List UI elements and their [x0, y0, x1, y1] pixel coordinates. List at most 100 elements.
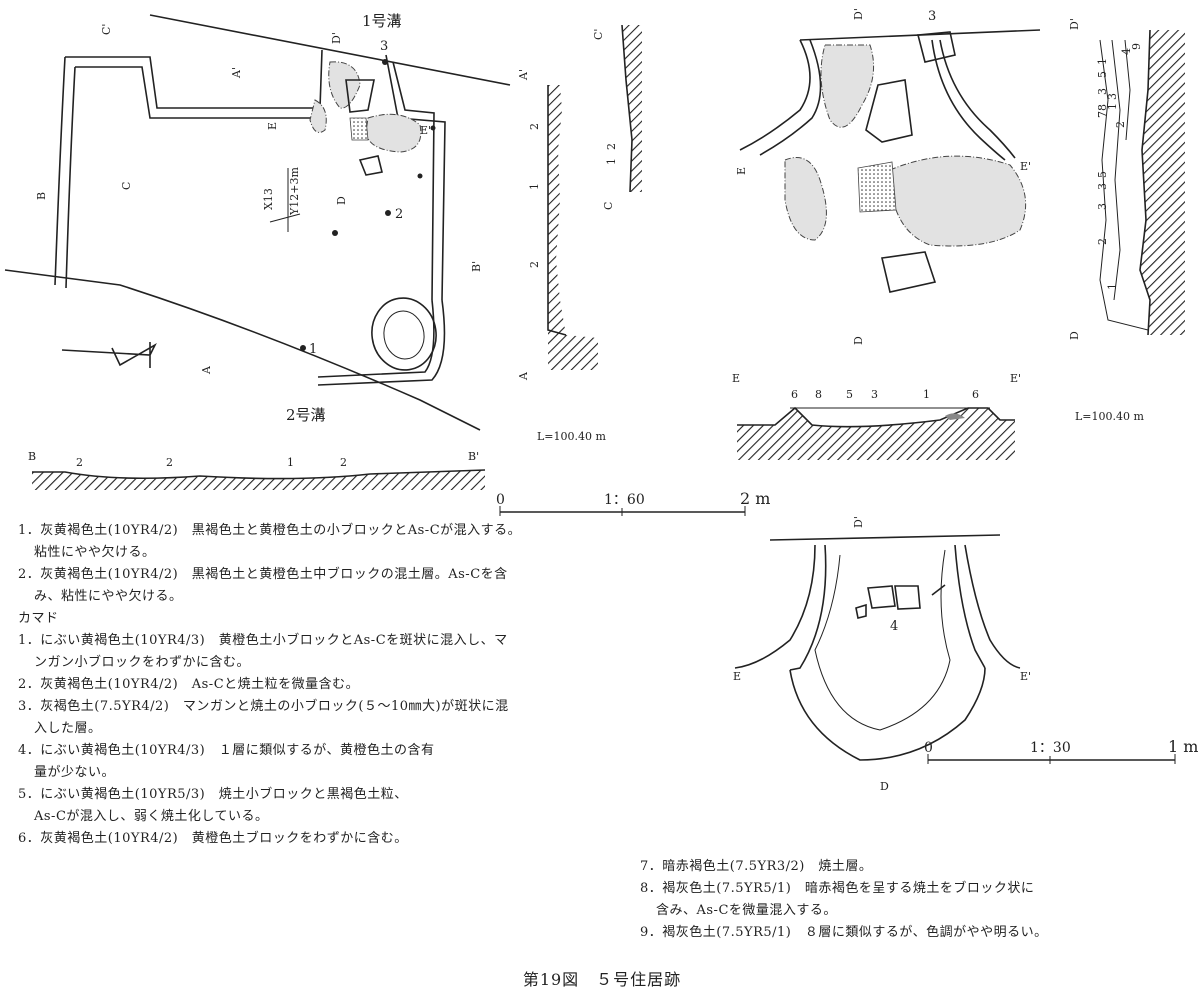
legend-heading: カマド [18, 611, 59, 626]
ditch2-label: 2号溝 [286, 406, 326, 424]
section-b-mark-4: 2 [340, 456, 347, 469]
kamado-label-3: 3 [928, 9, 936, 24]
section-a-mark-1: 2 [528, 123, 541, 130]
section-a-bottom-label: A [517, 371, 530, 381]
scale-left-end: 2 m [740, 489, 770, 508]
section-e-mark-2: 8 [815, 388, 822, 401]
grid-x-label: X13 [262, 188, 275, 210]
point-b-prime: B' [470, 261, 483, 272]
legend-left-item-k5: 5．にぶい黄褐色土(10YR5/3) 焼土小ブロックと黒褐色土粒、As-Cが混入… [18, 784, 718, 828]
legend-text: 3．灰褐色土(7.5YR4/2) マンガンと焼土の小ブロック(５～10㎜大)が斑… [18, 699, 509, 714]
detail-point-e-prime: E' [1020, 670, 1031, 683]
legend-left: 1．灰黄褐色土(10YR4/2) 黒褐色土と黄橙色土の小ブロックとAs-Cが混入… [18, 520, 718, 850]
section-d-mark-9: 9 [1130, 43, 1143, 50]
section-e-mark-4: 3 [871, 388, 878, 401]
point-d-prime: D' [330, 32, 343, 44]
section-d-mark-5b: 5 [1096, 171, 1109, 178]
point-b: B [35, 192, 48, 200]
section-a-mark-2: 1 [528, 183, 541, 190]
kamado-point-d-prime: D' [852, 8, 865, 20]
section-d-bottom-label: D [1068, 331, 1081, 340]
kamado-plan [739, 29, 1041, 293]
kamado-detail-4: 4 [890, 619, 898, 634]
section-d-mark-2b: 2 [1096, 238, 1109, 245]
point-e-prime: E' [420, 124, 431, 137]
section-c-mark-2: 1 [605, 158, 618, 165]
legend-text: 2．灰黄褐色土(10YR4/2) As-Cと焼土粒を微量含む。 [18, 677, 360, 692]
section-c-mark-1: 2 [605, 143, 618, 150]
legend-text: 9．褐灰色土(7.5YR5/1) ８層に類似するが、色調がやや明るい。 [640, 925, 1048, 940]
legend-left-item-k2: 2．灰黄褐色土(10YR4/2) As-Cと焼土粒を微量含む。 [18, 674, 718, 696]
scale-right-mid: 1：30 [1030, 740, 1071, 756]
legend-text: 1．灰黄褐色土(10YR4/2) 黒褐色土と黄橙色土の小ブロックとAs-Cが混入… [18, 523, 522, 538]
section-d-mark-1c: 1 [1106, 283, 1119, 290]
section-b-right-label: B' [468, 450, 479, 463]
section-a-mark-3: 2 [528, 261, 541, 268]
legend-left-item-k4: 4．にぶい黄褐色土(10YR4/3) １層に類似するが、黄橙色土の含有量が少ない… [18, 740, 718, 784]
section-d-mark-78: 78 [1096, 104, 1109, 118]
point-c-prime: C' [100, 24, 113, 35]
section-c-bottom-label: C [602, 202, 615, 210]
section-d-mark-4: 4 [1120, 48, 1133, 55]
section-b-left-label: B [28, 450, 36, 463]
ditch1-label: 1号溝 [362, 12, 402, 30]
legend-left-item-k1: 1．にぶい黄褐色土(10YR4/3) 黄橙色土小ブロックとAs-Cを斑状に混入し… [18, 630, 718, 674]
legend-text: 4．にぶい黄褐色土(10YR4/3) １層に類似するが、黄橙色土の含有 [18, 743, 435, 758]
section-c-top-label: C' [592, 29, 605, 40]
legend-cont: 含み、As-Cを微量混入する。 [656, 903, 837, 918]
section-e-mark-5: 1 [923, 388, 930, 401]
legend-right-item-8: 8．褐灰色土(7.5YR5/1) 暗赤褐色を呈する焼土をブロック状に含み、As-… [640, 878, 1200, 922]
section-d-mark-1a: 1 [1096, 58, 1109, 65]
kamado-point-e-prime: E' [1020, 160, 1031, 173]
section-e-mark-6: 6 [972, 388, 979, 401]
scale-left-start: 0 [496, 492, 505, 508]
section-d-mark-3b: 3 [1106, 93, 1119, 100]
section-d-mark-3c: 3 [1096, 183, 1109, 190]
legend-text: 6．灰黄褐色土(10YR4/2) 黄橙色土ブロックをわずかに含む。 [18, 831, 408, 846]
legend-kamado-heading: カマド [18, 608, 718, 630]
legend-text: 8．褐灰色土(7.5YR5/1) 暗赤褐色を呈する焼土をブロック状に [640, 881, 1035, 896]
scale-bar-left [499, 506, 746, 516]
point-a: A [200, 365, 213, 375]
section-d-mark-3a: 3 [1096, 88, 1109, 95]
section-b [32, 469, 486, 490]
legend-right: 7．暗赤褐色土(7.5YR3/2) 焼土層。 8．褐灰色土(7.5YR5/1) … [640, 856, 1200, 944]
point-d: D [335, 196, 348, 205]
legend-text: 2．灰黄褐色土(10YR4/2) 黒褐色土と黄橙色土中ブロックの混土層。As-C… [18, 567, 508, 582]
legend-left-item-k6: 6．灰黄褐色土(10YR4/2) 黄橙色土ブロックをわずかに含む。 [18, 828, 718, 850]
scale-bar-right [927, 754, 1176, 764]
section-e-mark-3: 5 [846, 388, 853, 401]
section-e [737, 406, 1015, 460]
section-a [547, 85, 598, 370]
section-b-mark-3: 1 [287, 456, 294, 469]
spot-label-3: 3 [380, 39, 388, 54]
spot-label-1: 1 [309, 342, 317, 357]
kamado-point-e: E [735, 167, 748, 175]
legend-cont: 量が少ない。 [34, 765, 116, 780]
detail-point-e: E [733, 670, 741, 683]
level-label-right: L=100.40 m [1075, 410, 1145, 423]
section-d-mark-1b: 1 [1106, 103, 1119, 110]
kamado-point-d: D [852, 336, 865, 345]
section-e-right-label: E' [1010, 372, 1021, 385]
legend-left-item-k3: 3．灰褐色土(7.5YR4/2) マンガンと焼土の小ブロック(５～10㎜大)が斑… [18, 696, 718, 740]
point-c: C [120, 182, 133, 190]
section-d-top-label: D' [1068, 18, 1081, 30]
legend-cont: As-Cが混入し、弱く焼土化している。 [34, 809, 269, 824]
legend-cont: 粘性にやや欠ける。 [34, 545, 156, 560]
scale-right-end: 1 m [1168, 737, 1198, 756]
figure-caption: 第19図 ５号住居跡 [522, 970, 682, 989]
section-d [1099, 29, 1185, 336]
section-b-mark-1: 2 [76, 456, 83, 469]
section-d-mark-2a: 2 [1114, 121, 1127, 128]
legend-right-item-9: 9．褐灰色土(7.5YR5/1) ８層に類似するが、色調がやや明るい。 [640, 922, 1200, 944]
level-label-left: L=100.40 m [537, 430, 607, 443]
scale-right-start: 0 [924, 740, 933, 756]
legend-text: 7．暗赤褐色土(7.5YR3/2) 焼土層。 [640, 859, 873, 874]
point-e-left: E [266, 122, 279, 130]
legend-cont: ンガン小ブロックをわずかに含む。 [34, 655, 251, 670]
legend-left-item-2: 2．灰黄褐色土(10YR4/2) 黒褐色土と黄橙色土中ブロックの混土層。As-C… [18, 564, 718, 608]
legend-left-item-1: 1．灰黄褐色土(10YR4/2) 黒褐色土と黄橙色土の小ブロックとAs-Cが混入… [18, 520, 718, 564]
section-d-mark-3d: 3 [1096, 203, 1109, 210]
